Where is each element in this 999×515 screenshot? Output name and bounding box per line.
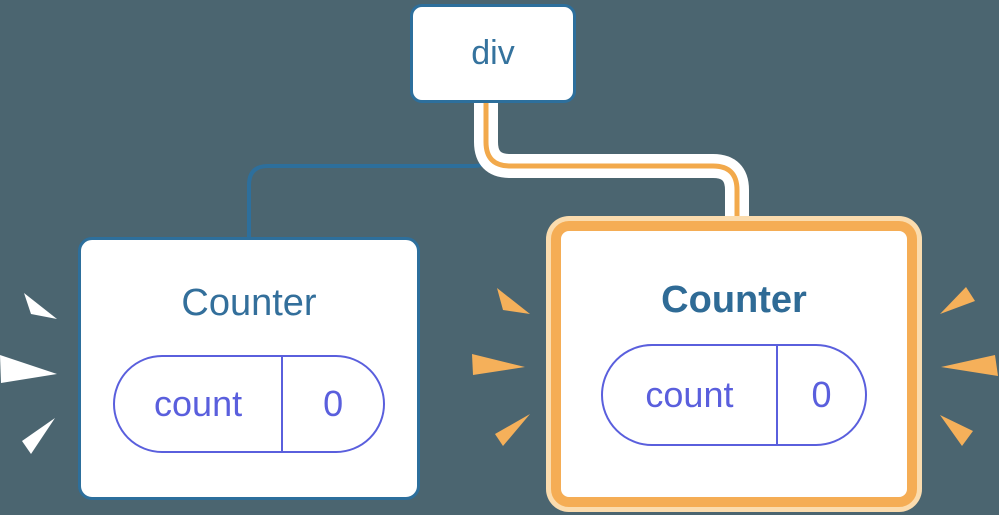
tree-node-div: div bbox=[410, 4, 576, 103]
state-value: 0 bbox=[323, 383, 344, 424]
counter-title: Counter bbox=[661, 279, 807, 321]
spark-rays-right-icon bbox=[940, 287, 998, 446]
edge-div-to-right-counter-icon bbox=[483, 103, 740, 223]
spark-ray bbox=[495, 414, 530, 446]
tree-node-div-label: div bbox=[471, 34, 515, 72]
spark-ray bbox=[472, 354, 525, 375]
spark-ray bbox=[497, 288, 530, 314]
state-key-label: count bbox=[603, 346, 778, 444]
spark-rays-middle-icon bbox=[472, 288, 530, 446]
state-key-label: count bbox=[115, 357, 284, 451]
state-value: 0 bbox=[811, 374, 832, 415]
counter-title: Counter bbox=[181, 282, 317, 324]
spark-ray bbox=[940, 415, 973, 446]
counter-card-right-highlighted: Counter count 0 bbox=[551, 221, 917, 507]
edge-div-to-left-counter-icon bbox=[247, 103, 495, 239]
spark-ray bbox=[941, 355, 998, 376]
edge-div-to-right-counter-casing-icon bbox=[474, 103, 749, 223]
spark-rays-left-icon bbox=[0, 293, 57, 454]
counter-card-left: Counter count 0 bbox=[78, 237, 420, 500]
spark-ray bbox=[22, 418, 55, 454]
state-pill: count 0 bbox=[601, 344, 867, 446]
state-pill: count 0 bbox=[113, 355, 385, 453]
spark-ray bbox=[24, 293, 57, 319]
spark-ray bbox=[0, 355, 57, 383]
spark-ray bbox=[940, 287, 975, 314]
